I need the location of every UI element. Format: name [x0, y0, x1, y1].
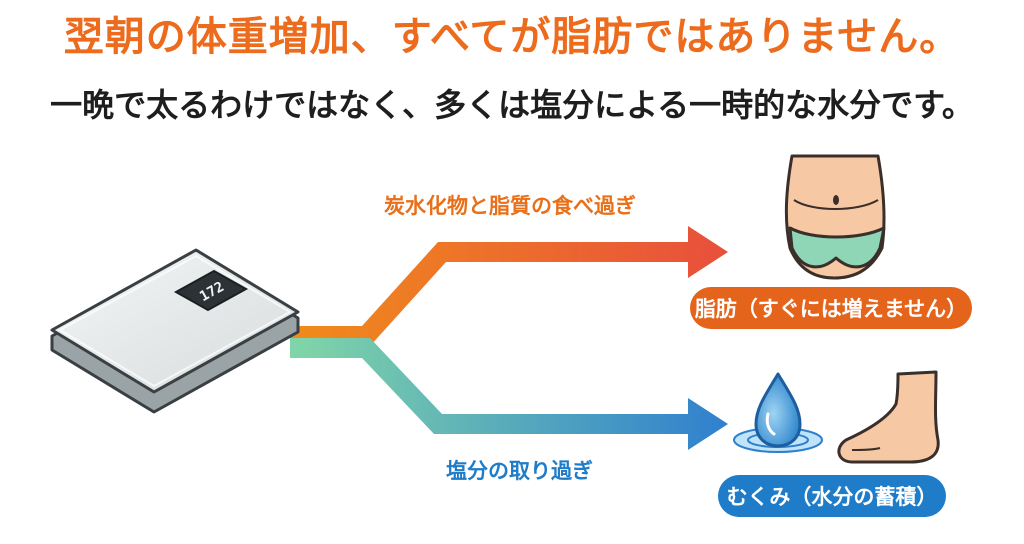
- scale-display: 172: [173, 269, 249, 312]
- arrow-salt: [290, 338, 728, 450]
- branch-label-carbs-fat: 炭水化物と脂質の食べ過ぎ: [384, 194, 636, 218]
- water-drop-icon: [733, 372, 823, 453]
- branch-label-salt: 塩分の取り過ぎ: [446, 459, 593, 483]
- edema-result-pill: むくみ（水分の蓄積）: [718, 475, 946, 517]
- page-title: 翌朝の体重増加、すべてが脂肪ではありません。: [63, 14, 961, 60]
- fat-result-pill: 脂肪（すぐには増えません）: [690, 287, 972, 329]
- belly-icon: [784, 154, 886, 280]
- bathroom-scale-icon: 172: [50, 248, 300, 414]
- arrow-carbs-fat: [290, 226, 728, 346]
- page-subtitle: 一晩で太るわけではなく、多くは塩分による一時的な水分です。: [50, 86, 974, 124]
- swollen-foot-icon: [837, 370, 940, 464]
